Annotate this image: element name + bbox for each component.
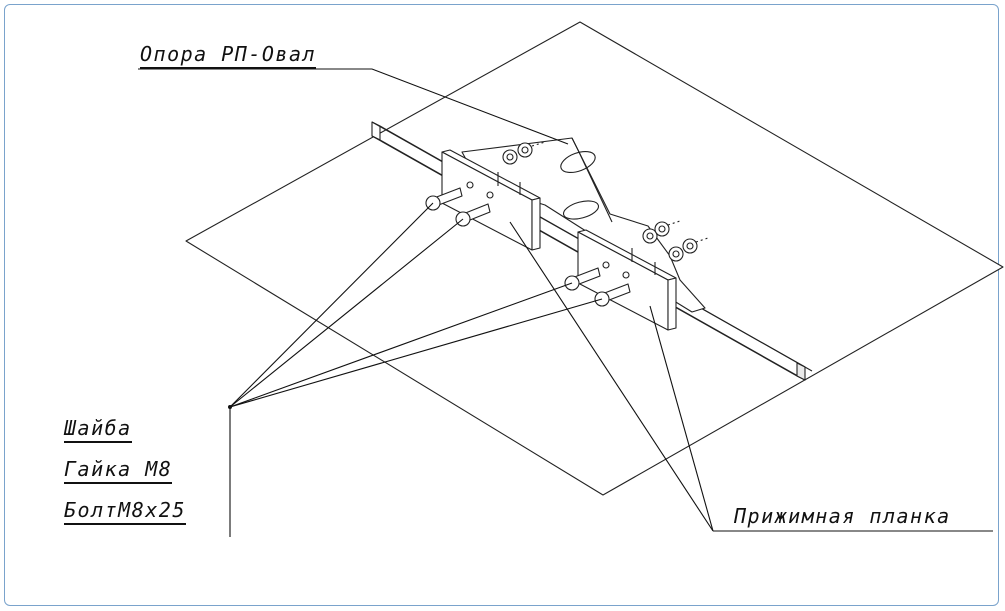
nuts-top: [502, 142, 698, 262]
label-bolt: БолтМ8х25: [64, 498, 186, 525]
leader-clamp: [509, 221, 993, 532]
label-clamp: Прижимная планка: [734, 504, 951, 528]
clamp-plate-2: [577, 229, 677, 331]
label-washer: Шайба: [64, 416, 132, 443]
label-nut: Гайка М8: [64, 457, 173, 484]
clamp-plate-1: [441, 149, 541, 251]
leader-fasteners: [229, 202, 603, 537]
label-support: Опора РП-Овал: [140, 42, 317, 69]
leader-support: [138, 68, 569, 145]
bolt-axes: [531, 141, 709, 243]
